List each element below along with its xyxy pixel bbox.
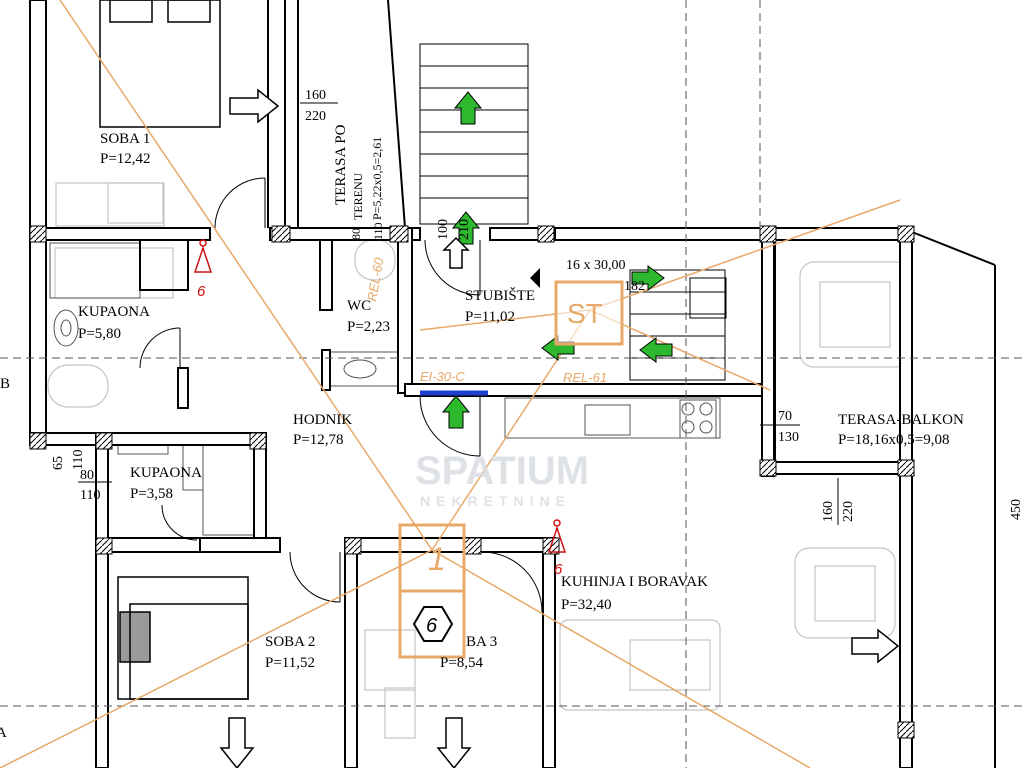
dim-130: 130 [778,430,799,445]
arrow-right-icon [851,628,900,664]
room-kupaona2-area: P=3,58 [130,486,173,502]
dimension-labels: 160 220 80 110 100 210 70 130 65 110 80 … [51,88,1024,525]
arrow-up-icon [442,236,470,269]
marker-box-6: 6 [398,589,466,659]
bed-soba2 [117,576,249,700]
dim-stairs-suffix: 182 [624,279,645,294]
dim-80-wc: 80 [349,228,363,240]
furniture-layer [47,182,911,739]
marker-box-1: 1 [398,523,466,593]
dim-80-kupaona: 80 [80,468,94,483]
marker-box-1-label: 1 [428,541,446,577]
red-marker-right-label: 6 [554,561,563,578]
watermark-brand: SPATIUM [415,449,589,493]
stairs-top [419,43,529,225]
room-soba2-name: SOBA 2 [265,634,315,650]
room-terasa-balkon-area: P=18,16x0,5=9,08 [838,432,950,448]
terasa-line1: TERASA PO [333,124,349,205]
room-terasa-balkon-name: TERASA-BALKON [838,412,964,428]
terasa-po-terenu-label: TERASA PO TERENU P=5,22x0,5=2,61 [333,124,384,220]
room-kupaona1-name: KUPAONA [78,304,150,320]
red-marker-right: 6 [547,519,567,578]
arrow-up-icon [454,91,482,125]
entry-arrows [219,88,900,768]
room-soba1-name: SOBA 1 [100,131,150,147]
room-hodnik-name: HODNIK [293,412,352,428]
room-kuhinja-area: P=32,40 [561,597,612,613]
red-marker-left-label: 6 [197,283,206,300]
watermark-sub: NEKRETNINE [420,493,571,509]
axis-label-b: B [0,376,10,392]
arrow-up-icon [442,395,470,429]
room-wc-name: WC [347,298,371,314]
dim-160-top: 160 [305,88,326,103]
room-kupaona1-area: P=5,80 [78,326,121,342]
room-kupaona2-name: KUPAONA [130,465,202,481]
red-marker-left: 6 [193,239,213,300]
room-labels: SOBA 1 P=12,42 KUPAONA P=5,80 WC P=2,23 … [78,131,964,671]
level-rel-door: EI-30-C [420,369,465,384]
room-soba2-area: P=11,52 [265,655,315,671]
room-soba1-area: P=12,42 [100,151,151,167]
dim-edge-right: 450 [1009,499,1024,520]
dim-70: 70 [778,409,792,424]
room-wc-area: P=2,23 [347,319,390,335]
dim-160-terasa: 160 [821,501,836,522]
room-hodnik-area: P=12,78 [293,432,344,448]
doors [139,177,543,613]
arrow-down-icon [436,717,472,768]
dim-65: 65 [51,456,66,470]
bed-soba1 [99,0,221,128]
room-stubiste-name: STUBIŠTE [465,287,535,304]
arrow-right-icon [229,88,280,124]
dim-110-left: 110 [71,450,86,470]
terasa-line3: P=5,22x0,5=2,61 [370,137,384,220]
dim-220-terasa: 220 [841,501,856,522]
dim-100-stair: 100 [436,219,451,240]
marker-box-st: ST [554,280,624,346]
marker-box-st-label: ST [567,298,603,329]
hex-marker-label: 6 [426,615,438,637]
dim-110-wc: 110 [371,222,385,240]
dim-stairs: 16 x 30,00 [566,258,626,273]
room-soba3-name: BA 3 [466,634,497,650]
axis-label-a: A [0,725,7,741]
room-kuhinja-name: KUHINJA I BORAVAK [561,574,708,590]
room-stubiste-area: P=11,02 [465,309,515,325]
terasa-line2: TERENU [351,172,365,220]
dim-110-kupaona: 110 [80,488,100,503]
arrow-down-icon [219,717,255,768]
walls [29,0,996,768]
triangle-marker-icon [530,268,540,288]
dim-220-top: 220 [305,109,326,124]
room-soba3-area: P=8,54 [440,655,484,671]
dim-210-stair: 210 [457,219,472,240]
watermark: SPATIUM NEKRETNINE [415,449,589,509]
level-rel-kitchen: REL-61 [563,370,607,385]
